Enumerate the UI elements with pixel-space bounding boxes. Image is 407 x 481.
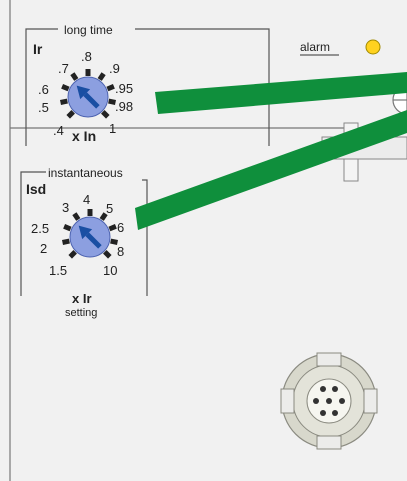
ir-scale-4: .8 [81, 49, 92, 64]
ir-scale-7: .98 [115, 99, 133, 114]
long-time-group: long time Ir x In [25, 23, 270, 146]
dial-tick [61, 83, 70, 92]
ir-scale-labels: .4 .5 .6 .7 .8 .9 .95 .98 1 [38, 49, 133, 138]
alarm-led-icon [365, 39, 381, 55]
ir-unit-label: x In [72, 128, 96, 144]
ir-scale-3: .7 [58, 61, 69, 76]
isd-unit-label: x Ir [72, 291, 92, 306]
isd-scale-2: 2.5 [31, 221, 49, 236]
isd-scale-1: 2 [40, 241, 47, 256]
dial-tick [62, 238, 70, 245]
isd-dial[interactable] [62, 209, 118, 259]
ir-pointer-bar [155, 72, 407, 114]
dial-tick [70, 72, 79, 81]
socket-pins [313, 386, 345, 416]
isd-scale-4: 4 [83, 192, 90, 207]
ir-dial-label: Ir [33, 41, 43, 57]
ir-scale-1: .5 [38, 100, 49, 115]
instantaneous-frame-left [20, 171, 46, 296]
dial-tick [63, 223, 72, 232]
ir-scale-5: .9 [109, 61, 120, 76]
dial-tick [68, 250, 77, 259]
dial-tick [101, 110, 110, 119]
isd-scale-7: 8 [117, 244, 124, 259]
dial-tick [60, 98, 68, 105]
dial-tick [66, 110, 75, 119]
isd-scale-8: 10 [103, 263, 117, 278]
dial-tick [106, 83, 115, 92]
long-time-label: long time [64, 23, 113, 37]
alarm-label: alarm [300, 40, 330, 54]
instantaneous-frame-right [142, 179, 148, 296]
isd-dial-label: Isd [26, 181, 46, 197]
dial-tick [110, 238, 118, 245]
dial-tick [108, 223, 117, 232]
instantaneous-label: instantaneous [48, 166, 123, 180]
ir-scale-6: .95 [115, 81, 133, 96]
ir-dial-ticks [60, 69, 116, 119]
dial-tick [97, 72, 106, 81]
ir-dial[interactable] [60, 69, 116, 119]
ir-scale-0: .4 [53, 123, 64, 138]
isd-pointer-bar [135, 110, 407, 230]
ir-needle [76, 85, 100, 109]
dial-tick [72, 212, 81, 221]
dial-tick [108, 98, 116, 105]
test-socket-icon[interactable] [280, 352, 378, 450]
isd-scale-labels: 1.5 2 2.5 3 4 5 6 8 10 [31, 192, 124, 278]
isd-scale-3: 3 [62, 200, 69, 215]
dial-tick [99, 212, 108, 221]
dial-tick [103, 250, 112, 259]
ir-scale-8: 1 [109, 121, 116, 136]
ir-scale-2: .6 [38, 82, 49, 97]
instantaneous-group: instantaneous Isd x Ir setting [20, 166, 148, 319]
long-time-frame-right [135, 28, 270, 146]
isd-scale-6: 6 [117, 220, 124, 235]
isd-needle [78, 225, 102, 249]
isd-caption: setting [65, 307, 97, 319]
long-time-frame-left [25, 28, 58, 146]
isd-scale-0: 1.5 [49, 263, 67, 278]
isd-dial-ticks [62, 209, 118, 259]
isd-scale-5: 5 [106, 201, 113, 216]
